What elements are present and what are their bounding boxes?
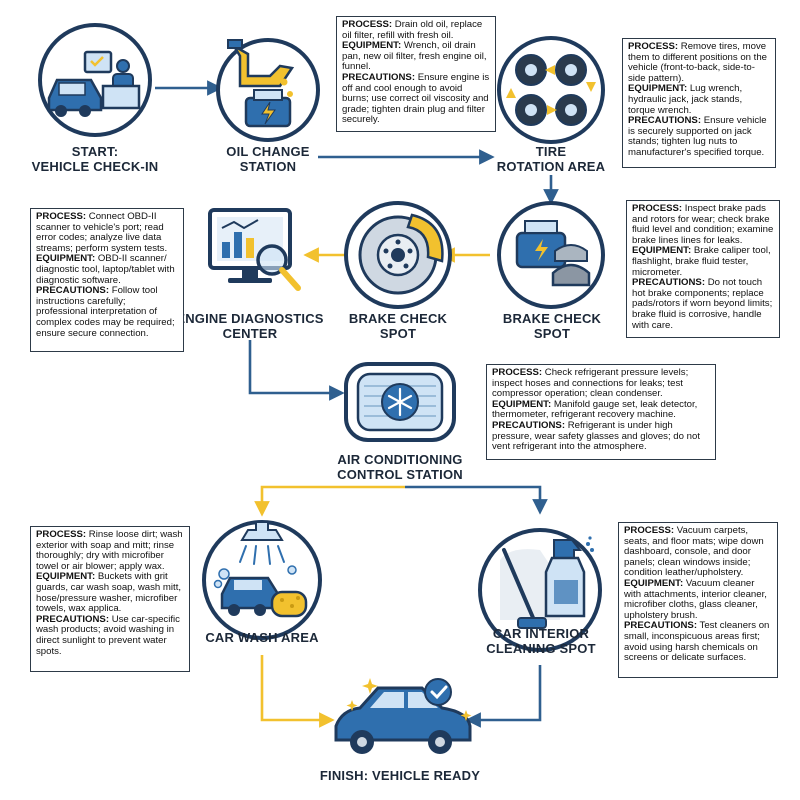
note-oil-equipment: Wrench, oil drain pan, new oil filter, f…	[342, 40, 487, 73]
note-diag-precautions-key: PRECAUTIONS:	[36, 285, 110, 297]
note-interior-process: Vacuum carpets, seats, and floor mats; w…	[624, 525, 764, 579]
note-oil-process-key: PROCESS:	[342, 19, 393, 30]
label-ac-line1: AIR CONDITIONING	[337, 452, 463, 467]
note-oil-precautions-key: PRECAUTIONS:	[342, 71, 416, 83]
arrow-ac-to-wash	[254, 485, 405, 517]
note-oil-precautions: Ensure engine is off and cool enough to …	[342, 71, 490, 126]
note-diag-equipment-key: EQUIPMENT:	[36, 253, 96, 265]
note-tire-equipment-key: EQUIPMENT:	[628, 83, 688, 95]
vehicle-check-in-icon	[38, 23, 152, 137]
label-brake-spot-line1: BRAKE CHECK SPOT	[502, 311, 602, 341]
note-wash-process: Rinse loose dirt; wash exterior with soa…	[36, 529, 183, 572]
label-diag-line1: ENGINE DIAGNOSTICS	[176, 311, 324, 326]
label-brake-check-line2: SPOT	[379, 326, 417, 341]
note-oil-process: Drain old oil, replace oil filter, refil…	[342, 19, 483, 41]
note-ac-precautions-key: PRECAUTIONS:	[492, 419, 566, 431]
label-oil-change: OIL CHANGE STATION	[208, 144, 328, 174]
note-interior-equipment-key: EQUIPMENT:	[624, 577, 684, 589]
note-car-wash: PROCESS: Rinse loose dirt; wash exterior…	[30, 526, 190, 672]
oil-can-engine-icon	[216, 38, 320, 142]
label-finish-line1: FINISH: VEHICLE READY	[319, 768, 481, 783]
label-interior-line1: CAR INTERIOR	[492, 626, 590, 641]
note-oil-change: PROCESS: Drain old oil, replace oil filt…	[336, 16, 496, 132]
note-engine-diagnostics: PROCESS: Connect OBD-II scanner to vehic…	[30, 208, 184, 352]
note-brake-equipment: Brake caliper tool, flashlight, brake fl…	[632, 245, 771, 278]
note-tire-rotation: PROCESS: Remove tires, move them to diff…	[622, 38, 776, 168]
note-interior-process-key: PROCESS:	[624, 525, 675, 536]
note-wash-precautions-key: PRECAUTIONS:	[36, 613, 110, 625]
note-ac-equipment-key: EQUIPMENT:	[492, 398, 552, 410]
ac-vent-snowflake-icon	[344, 362, 456, 442]
note-brake-process: Inspect brake pads and rotors for wear; …	[632, 203, 774, 246]
label-oil-line2: STATION	[239, 159, 297, 174]
note-air-conditioning: PROCESS: Check refrigerant pressure leve…	[486, 364, 716, 460]
note-wash-equipment-key: EQUIPMENT:	[36, 571, 96, 583]
arrow-wash-to-finish	[260, 655, 335, 728]
label-wash-line1: CAR WASH AREA	[205, 630, 319, 645]
label-tire-line1: TIRE	[535, 144, 567, 159]
note-car-interior: PROCESS: Vacuum carpets, seats, and floo…	[618, 522, 778, 678]
arrow-diag-to-ac	[248, 340, 345, 401]
car-wash-icon	[202, 520, 322, 640]
note-brake-precautions-key: PRECAUTIONS:	[632, 277, 706, 289]
vacuum-spray-icon	[478, 528, 602, 652]
label-finish: FINISH: VEHICLE READY	[300, 768, 500, 783]
brake-disc-icon	[344, 201, 452, 309]
arrow-ac-to-interior	[405, 485, 548, 515]
note-brake-precautions: Do not touch hot brake components; repla…	[632, 277, 773, 331]
label-car-wash: CAR WASH AREA	[196, 630, 328, 645]
note-interior-precautions-key: PRECAUTIONS:	[624, 620, 698, 632]
note-ac-process-key: PROCESS:	[492, 367, 543, 378]
note-interior-equipment: Vacuum cleaner with attachments, interio…	[624, 577, 767, 621]
note-ac-equipment: Manifold gauge set, leak detector, therm…	[492, 398, 698, 421]
note-diag-precautions: Follow tool instructions carefully; prof…	[36, 285, 175, 339]
note-ac-process: Check refrigerant pressure levels; inspe…	[492, 367, 689, 400]
note-brake-process-key: PROCESS:	[632, 203, 683, 214]
note-diag-equipment: OBD-II scanner/ diagnostic tool, laptop/…	[36, 253, 175, 286]
diagnostic-monitor-icon	[208, 208, 301, 291]
label-brake-check: BRAKE CHECK SPOT	[343, 311, 453, 341]
note-wash-precautions: Use car-specific wash products; avoid wa…	[36, 613, 180, 657]
note-interior-precautions: Test cleaners on small, inconspicuous ar…	[624, 620, 770, 664]
label-air-conditioning: AIR CONDITIONING CONTROL STATION	[320, 452, 480, 482]
note-brake-equipment-key: EQUIPMENT:	[632, 245, 692, 257]
arrow-interior-to-finish	[465, 665, 542, 728]
note-wash-process-key: PROCESS:	[36, 529, 87, 540]
note-tire-process-key: PROCESS:	[628, 41, 679, 52]
note-tire-process: Remove tires, move them to different pos…	[628, 41, 768, 84]
label-engine-diagnostics: ENGINE DIAGNOSTICS CENTER	[176, 311, 324, 341]
flow-connectors	[155, 80, 559, 728]
note-diag-process-key: PROCESS:	[36, 211, 87, 222]
label-start: START: VEHICLE CHECK-IN	[30, 144, 160, 174]
note-tire-equipment: Lug wrench, hydraulic jack, jack stands,…	[628, 83, 743, 116]
label-interior-line2: CLEANING SPOT	[486, 641, 596, 656]
label-brake-check-line1: BRAKE CHECK	[348, 311, 448, 326]
label-diag-line2: CENTER	[222, 326, 278, 341]
label-tire-line2: ROTATION AREA	[496, 159, 606, 174]
ready-car-check-icon	[334, 678, 472, 754]
label-start-line1: START:	[71, 144, 119, 159]
note-ac-precautions: Refrigerant is under high pressure, wear…	[492, 419, 700, 453]
label-start-line2: VEHICLE CHECK-IN	[31, 159, 159, 174]
label-oil-line1: OIL CHANGE	[226, 144, 310, 159]
label-ac-line2: CONTROL STATION	[337, 467, 463, 482]
note-diag-process: Connect OBD-II scanner to vehicle's port…	[36, 211, 168, 254]
note-wash-equipment: Buckets with grit guards, car wash soap,…	[36, 571, 182, 615]
label-tire-rotation: TIRE ROTATION AREA	[488, 144, 614, 174]
brake-pads-engine-icon	[497, 201, 605, 309]
note-brake-check: PROCESS: Inspect brake pads and rotors f…	[626, 200, 780, 338]
note-oil-equipment-key: EQUIPMENT:	[342, 40, 402, 52]
note-tire-precautions: Ensure vehicle is securely supported on …	[628, 115, 767, 158]
tire-rotation-icon	[497, 36, 605, 144]
label-car-interior: CAR INTERIOR CLEANING SPOT	[478, 626, 604, 656]
label-brake-check-spot: BRAKE CHECK SPOT	[486, 311, 618, 341]
note-tire-precautions-key: PRECAUTIONS:	[628, 115, 702, 127]
